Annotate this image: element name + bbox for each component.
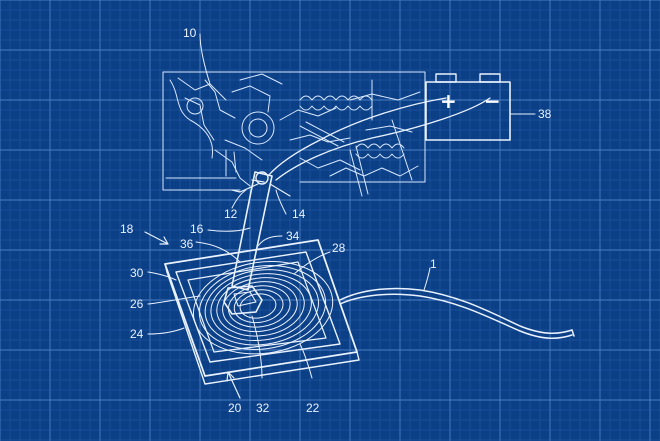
battery: + − xyxy=(425,73,511,141)
kickstand-pivot xyxy=(255,171,269,185)
motorcycle-frame-sketch xyxy=(162,71,426,197)
coil-winding xyxy=(239,293,277,319)
ref-24: 24 xyxy=(130,327,144,341)
ref-38: 38 xyxy=(538,107,552,121)
ref-10: 10 xyxy=(183,26,197,40)
coil-winding xyxy=(198,265,327,350)
reference-leader-lines xyxy=(147,33,536,379)
pad-inner-plate xyxy=(175,251,341,363)
coil-winding xyxy=(222,281,298,333)
ref-28: 28 xyxy=(332,241,346,255)
charging-pad xyxy=(164,239,360,385)
coil-winding xyxy=(227,285,291,328)
battery-body xyxy=(425,81,511,141)
coil-winding xyxy=(210,273,312,341)
ref-16: 16 xyxy=(190,222,204,236)
battery-terminal-negative xyxy=(479,73,501,83)
coil-winding xyxy=(192,261,334,355)
ref-1: 1 xyxy=(430,257,437,271)
ref-34: 34 xyxy=(286,229,300,243)
induction-coil xyxy=(192,261,334,355)
ref-30: 30 xyxy=(130,266,144,280)
ref-18: 18 xyxy=(120,222,134,236)
ref-32: 32 xyxy=(256,401,270,415)
ref-14: 14 xyxy=(292,207,306,221)
coil-winding xyxy=(216,277,305,337)
battery-terminal-positive xyxy=(435,73,457,83)
ref-20: 20 xyxy=(228,401,242,415)
ref-36: 36 xyxy=(180,237,194,251)
pad-base-edge xyxy=(166,271,360,385)
ref-12: 12 xyxy=(224,207,238,221)
battery-minus-symbol: − xyxy=(484,89,501,113)
power-cable xyxy=(339,287,575,339)
battery-plus-symbol: + xyxy=(440,89,457,113)
pad-coil-area xyxy=(187,261,327,353)
ref-26: 26 xyxy=(130,297,144,311)
ref-22: 22 xyxy=(306,401,320,415)
coil-winding xyxy=(233,289,284,324)
reference-arrows xyxy=(144,231,241,399)
battery-wiring xyxy=(267,97,491,181)
coil-winding xyxy=(204,269,319,346)
